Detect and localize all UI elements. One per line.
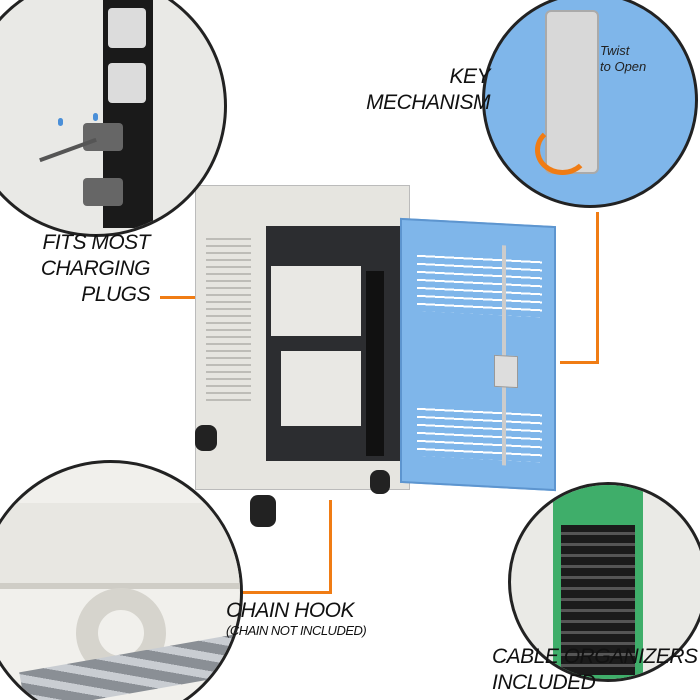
caster-wheel [195, 425, 217, 451]
detail-circle-chain [0, 460, 243, 700]
door-vents [417, 250, 542, 318]
twist-to-open-label: Twist to Open [600, 43, 647, 74]
caster-wheel [250, 495, 276, 527]
connector-key [596, 212, 599, 364]
outlet [108, 63, 146, 103]
key-lock[interactable] [494, 354, 518, 389]
power-strip [366, 271, 384, 456]
charging-plug [83, 178, 123, 206]
organizer-clips [561, 525, 635, 675]
organizer-package [553, 485, 643, 679]
door-vents [417, 405, 542, 463]
label-chain-not-included: (CHAIN NOT INCLUDED) [226, 623, 367, 638]
label-key-mechanism: KEY MECHANISM [366, 65, 490, 114]
charging-plug [83, 123, 123, 151]
detail-circle-plugs [0, 0, 227, 237]
detail-circle-key: Twist to Open [482, 0, 698, 208]
shelf-hole [93, 113, 98, 121]
connector-chain [329, 500, 332, 594]
label-cable-organizers: CABLE ORGANIZERS INCLUDED [492, 645, 698, 694]
shelf-hole [58, 118, 63, 126]
shelf [271, 266, 361, 336]
cabinet-door[interactable] [400, 217, 556, 492]
outlet [108, 8, 146, 48]
charging-cabinet [195, 185, 410, 490]
label-fits-most-plugs: FITS MOST CHARGING PLUGS [40, 231, 151, 306]
cabinet-base [0, 503, 240, 589]
cabinet-interior [266, 226, 406, 461]
caster-wheel [370, 470, 390, 494]
label-chain-hook: CHAIN HOOK [226, 599, 355, 622]
shelf [281, 351, 361, 426]
detail-circle-organizers [508, 482, 700, 682]
twist-arrow-icon [535, 125, 590, 175]
connector-key-h [560, 361, 599, 364]
cabinet-vents [206, 236, 251, 406]
connector-chain-h [224, 591, 332, 594]
